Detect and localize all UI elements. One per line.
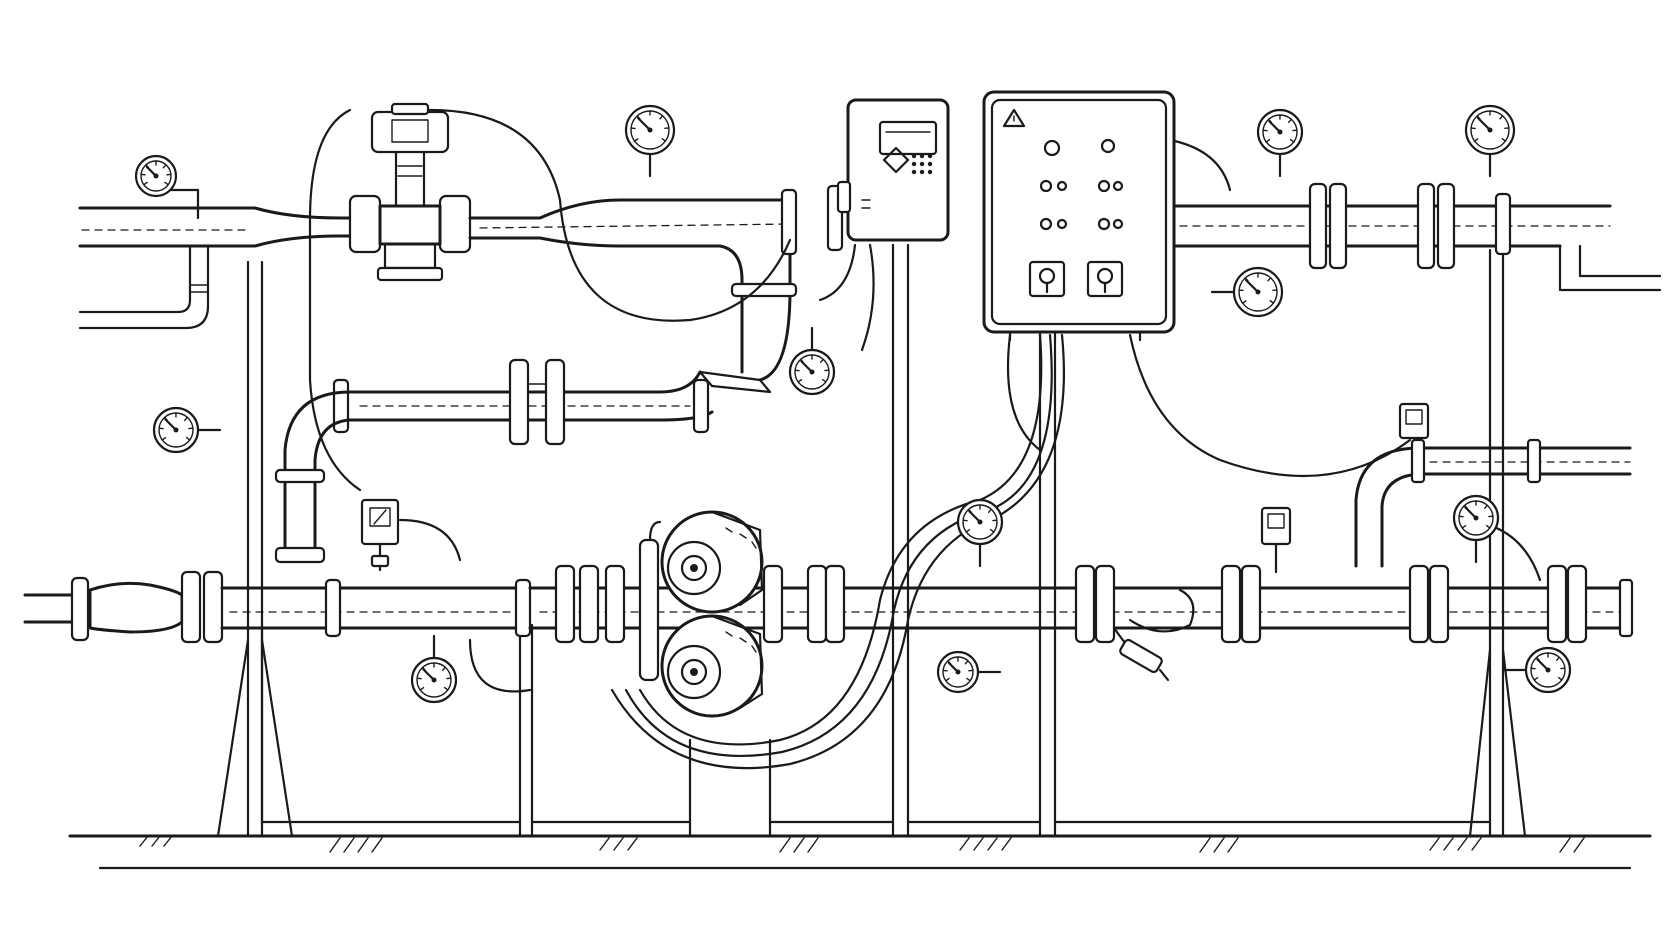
- gauge-needle: [800, 360, 814, 374]
- gauge-tick: [419, 686, 425, 691]
- pressure-gauge-icon: [410, 634, 458, 704]
- twin-pump-assembly: [638, 510, 764, 718]
- gauge-needle: [1268, 120, 1282, 134]
- gauge-needle: [1476, 116, 1492, 132]
- lower-main-pipe: [23, 564, 1634, 644]
- gauge-stem: [168, 188, 200, 220]
- gauge-tick: [965, 528, 971, 533]
- gauge-needle: [1536, 658, 1550, 672]
- floor: [68, 834, 1652, 870]
- gauge-tick: [1269, 300, 1275, 304]
- gauge-pivot: [647, 127, 653, 133]
- drain-valve: [1112, 626, 1170, 682]
- gauge-tick: [1485, 524, 1491, 529]
- warning-triangle-icon: [1002, 108, 1026, 128]
- pressure-gauge-icon: [134, 154, 200, 220]
- flow-sensor: [360, 498, 400, 572]
- sensors: [360, 402, 1430, 682]
- gauge-tick: [661, 138, 667, 142]
- gauge-needle: [1244, 278, 1260, 294]
- gauge-needle: [422, 668, 436, 682]
- gauge-tick: [1501, 138, 1507, 142]
- middle-loop-pipe: [274, 358, 714, 564]
- gauge-tick: [989, 528, 995, 533]
- gauge-tick: [164, 181, 169, 186]
- pressure-gauge-icon: [956, 498, 1004, 568]
- control-valve: [348, 102, 472, 282]
- lock-key-icon: [1028, 260, 1066, 298]
- pressure-gauges: [134, 104, 1572, 704]
- flow-sensor: [1398, 402, 1430, 440]
- gauge-pivot: [1277, 129, 1283, 135]
- gauge-tick: [1267, 277, 1272, 282]
- gauge-tick: [1287, 118, 1293, 124]
- pressure-gauge-icon: [152, 406, 222, 454]
- gauge-tick: [441, 666, 447, 672]
- pressure-gauge-icon: [788, 326, 836, 396]
- gauge-tick: [183, 416, 189, 422]
- gauge-tick: [1473, 138, 1479, 142]
- gauge-tick: [443, 686, 449, 691]
- lock-key-icon: [1086, 260, 1124, 298]
- gauge-tick: [162, 164, 167, 169]
- gauge-tick: [964, 660, 969, 665]
- gauge-pivot: [977, 519, 983, 525]
- flow-sensor: [1260, 506, 1292, 574]
- pump-lower: [660, 614, 764, 718]
- gauge-tick: [945, 677, 950, 682]
- gauge-tick: [143, 181, 148, 186]
- gauge-tick: [1241, 300, 1247, 304]
- gauge-tick: [821, 378, 827, 383]
- gauge-pivot: [1255, 289, 1261, 295]
- pressure-gauge-icon: [1210, 266, 1284, 318]
- gauge-needle: [968, 510, 982, 524]
- right-mid-pipe: [1354, 438, 1632, 568]
- gauge-pivot: [955, 669, 961, 675]
- gauge-tick: [966, 677, 971, 682]
- pressure-gauge-icon: [1452, 494, 1500, 564]
- upper-right-pipe: [1172, 182, 1662, 292]
- gauge-needle: [1464, 506, 1478, 520]
- gauge-tick: [1461, 524, 1467, 529]
- main-control-panel: [982, 90, 1176, 342]
- pressure-gauge-icon: [936, 650, 1002, 694]
- gauge-pivot: [1487, 127, 1493, 133]
- gauge-tick: [1483, 504, 1489, 510]
- pressure-gauge-icon: [1502, 646, 1572, 694]
- pump-upper: [660, 510, 764, 614]
- gauge-tick: [185, 436, 191, 441]
- pressure-gauge-icon: [1256, 108, 1304, 178]
- gauge-pivot: [431, 677, 437, 683]
- pressure-gauge-icon: [624, 104, 676, 178]
- gauge-tick: [1499, 115, 1504, 120]
- gauge-tick: [1557, 676, 1563, 681]
- gauge-tick: [1265, 138, 1271, 143]
- gauge-tick: [1555, 656, 1561, 662]
- gauge-needle: [164, 418, 178, 432]
- gauge-tick: [633, 138, 639, 142]
- gauge-tick: [1533, 676, 1539, 681]
- gauge-needle: [636, 116, 652, 132]
- gauge-tick: [659, 115, 664, 120]
- upper-middle-pipe: [468, 184, 844, 394]
- gauge-pivot: [1473, 515, 1479, 521]
- gauge-tick: [797, 378, 803, 383]
- gauge-pivot: [173, 427, 179, 433]
- controller-box: [836, 98, 950, 242]
- cables: [308, 108, 1542, 770]
- pressure-gauge-icon: [1464, 104, 1516, 178]
- gauge-tick: [161, 436, 167, 441]
- gauge-pivot: [809, 369, 815, 375]
- support-frame: [216, 243, 1527, 838]
- gauge-pivot: [153, 173, 159, 179]
- gauge-tick: [819, 358, 825, 364]
- gauge-tick: [1289, 138, 1295, 143]
- gauge-tick: [987, 508, 993, 514]
- upper-left-pipe: [78, 206, 357, 330]
- gauge-pivot: [1545, 667, 1551, 673]
